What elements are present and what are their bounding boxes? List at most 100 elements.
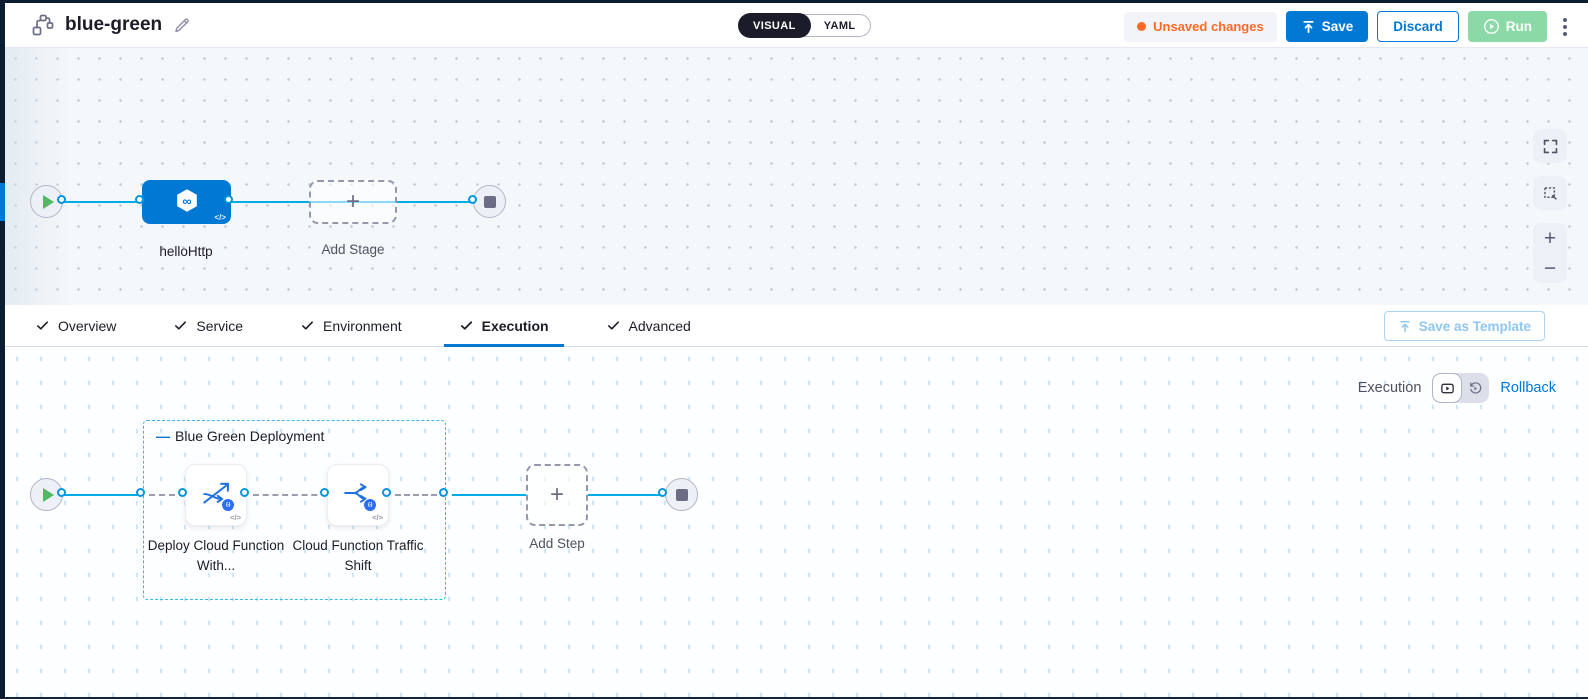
add-step-button[interactable]: + (526, 464, 588, 526)
plus-icon: + (345, 188, 360, 215)
run-button[interactable]: Run (1467, 11, 1547, 42)
tab-environment[interactable]: Environment (300, 305, 402, 347)
save-as-template-label: Save as Template (1418, 318, 1531, 334)
exec-connector-dashed (149, 494, 185, 496)
discard-label: Discard (1393, 19, 1443, 34)
zoom-in-button[interactable]: + (1543, 226, 1557, 250)
deploy-hexagon-icon: ∞ (176, 189, 197, 212)
step-group-blue-green[interactable] (143, 420, 446, 600)
connector-port[interactable] (135, 195, 144, 204)
connector-port[interactable] (57, 488, 66, 497)
stage-connector-line (64, 201, 473, 203)
connector-port[interactable] (136, 488, 145, 497)
tab-advanced[interactable]: Advanced (606, 305, 691, 347)
fullscreen-button[interactable] (1533, 129, 1567, 163)
step-group-header[interactable]: — Blue Green Deployment (156, 428, 324, 444)
tab-execution[interactable]: Execution (443, 305, 564, 347)
stage-name-label[interactable]: helloHttp (159, 244, 213, 259)
exec-connector-line (452, 494, 526, 496)
check-icon (175, 321, 187, 330)
tab-overview[interactable]: Overview (35, 305, 116, 347)
step-label-traffic-shift[interactable]: Cloud Function Traffic Shift (292, 538, 424, 573)
run-label: Run (1505, 19, 1532, 34)
header: blue-green VISUAL YAML Unsaved changes S… (5, 3, 1588, 48)
save-as-template-button[interactable]: Save as Template (1383, 311, 1545, 341)
execution-end-node[interactable] (665, 478, 698, 511)
execution-mode-row: Execution Rollback (1358, 373, 1556, 403)
tab-label: Service (196, 317, 244, 334)
check-icon (302, 321, 314, 330)
connector-port[interactable] (658, 488, 667, 497)
exec-connector-dashed (253, 494, 327, 496)
code-icon: </> (230, 513, 241, 522)
unsaved-changes-label: Unsaved changes (1153, 19, 1264, 34)
more-options-kebab-icon[interactable] (1556, 11, 1574, 42)
pipeline-end-node[interactable] (473, 185, 506, 218)
stop-square-icon (483, 195, 496, 208)
tab-service[interactable]: Service (173, 305, 243, 347)
toggle-visual[interactable]: VISUAL (738, 13, 811, 38)
fullscreen-icon (1543, 139, 1557, 153)
connector-port[interactable] (57, 195, 66, 204)
save-button[interactable]: Save (1285, 11, 1369, 42)
collapsed-left-nav[interactable] (0, 0, 5, 699)
exec-connector-line (588, 494, 665, 496)
rollback-mode-icon[interactable] (1462, 373, 1489, 403)
add-stage-label[interactable]: Add Stage (321, 242, 385, 257)
tab-label: Overview (58, 317, 117, 334)
template-upload-icon (1400, 320, 1410, 332)
tab-label: Advanced (628, 317, 691, 334)
discard-button[interactable]: Discard (1377, 11, 1459, 42)
view-toggle: VISUAL YAML (738, 13, 871, 38)
connector-port[interactable] (178, 488, 187, 497)
execution-rollback-toggle[interactable] (1432, 373, 1490, 403)
stage-tabs: Overview Service Environment Execution A… (5, 305, 1588, 347)
bottom-window-edge (0, 697, 1588, 699)
connector-port[interactable] (240, 488, 249, 497)
canvas-shade (5, 48, 1588, 305)
connector-port[interactable] (468, 195, 477, 204)
unsaved-changes-badge: Unsaved changes (1124, 11, 1277, 42)
function-badge-icon: (-) (221, 498, 235, 512)
zoom-controls: + − (1533, 223, 1567, 283)
execution-canvas[interactable] (5, 347, 1588, 697)
step-deploy-cloud-function[interactable]: (-) </> (185, 464, 247, 526)
function-badge-icon: (-) (363, 498, 377, 512)
stage-node-hellohttp[interactable]: ∞ </> (142, 180, 231, 224)
start-play-icon (43, 194, 54, 209)
stage-canvas[interactable] (5, 48, 1588, 305)
add-step-label[interactable]: Add Step (529, 536, 585, 551)
stop-square-icon (675, 488, 688, 501)
execution-mode-icon[interactable] (1432, 373, 1463, 403)
edit-pencil-icon[interactable] (172, 15, 192, 35)
connector-port[interactable] (224, 195, 233, 204)
collapse-dash-icon[interactable]: — (156, 428, 170, 444)
check-icon (37, 321, 48, 330)
zoom-out-button[interactable]: − (1543, 256, 1557, 280)
code-icon: </> (214, 213, 226, 222)
multi-select-button[interactable] (1533, 176, 1567, 210)
pipeline-icon (32, 14, 54, 36)
plus-icon: + (549, 481, 564, 508)
check-icon (607, 321, 619, 330)
page-title: blue-green (65, 14, 163, 35)
toggle-yaml[interactable]: YAML (823, 19, 856, 32)
connector-port[interactable] (382, 488, 391, 497)
run-play-icon (1483, 18, 1499, 35)
connector-port[interactable] (320, 488, 329, 497)
code-icon: </> (372, 513, 383, 522)
check-icon (460, 321, 472, 330)
marquee-select-icon (1543, 186, 1557, 200)
add-stage-button[interactable]: + (309, 180, 397, 224)
start-play-icon (43, 487, 54, 502)
connector-port[interactable] (439, 488, 448, 497)
save-label: Save (1321, 19, 1354, 34)
step-traffic-shift[interactable]: (-) </> (327, 464, 389, 526)
step-label-deploy[interactable]: Deploy Cloud Function With... (147, 538, 285, 573)
rollback-link[interactable]: Rollback (1500, 380, 1556, 396)
tab-label: Environment (323, 317, 402, 334)
tab-label: Execution (481, 317, 549, 334)
top-window-edge (0, 0, 1588, 3)
step-group-label: Blue Green Deployment (175, 428, 325, 444)
